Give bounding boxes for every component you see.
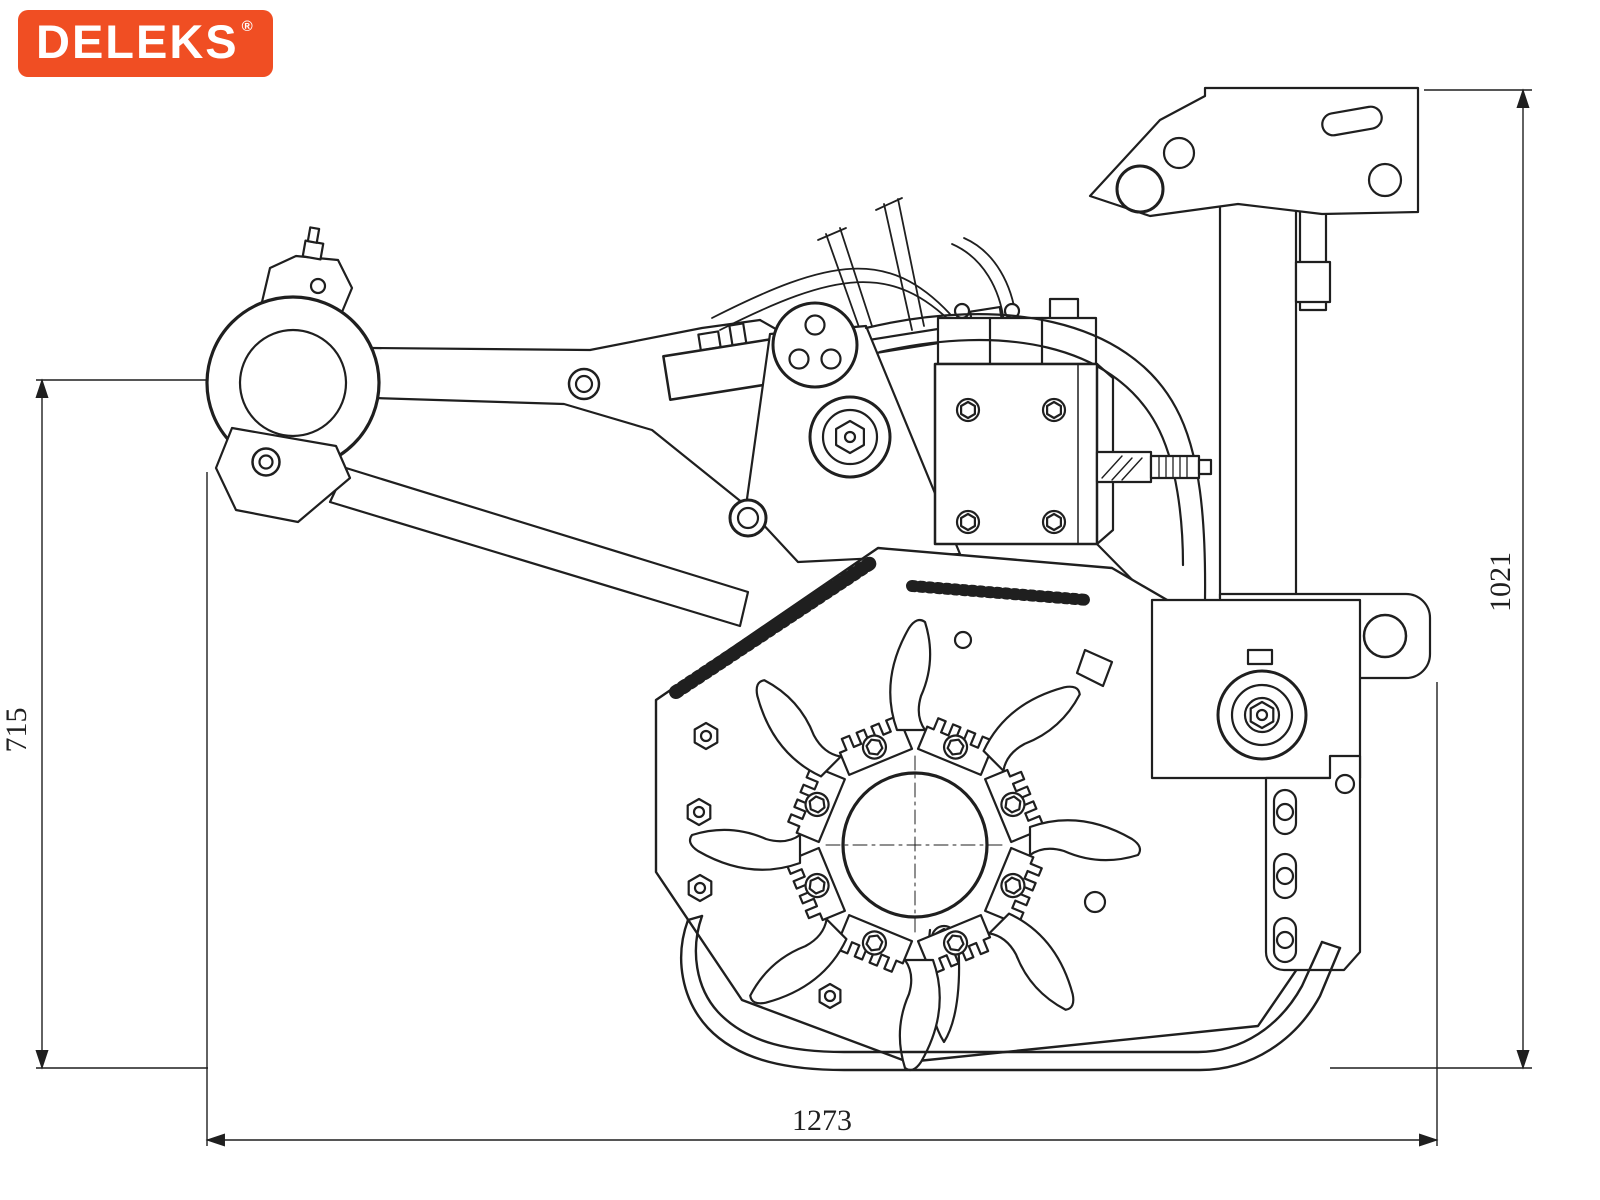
- section-hatch-strip: [669, 555, 879, 699]
- logo-text: DELEKS: [36, 15, 239, 68]
- dimension-right-label: 1021: [1484, 552, 1517, 612]
- dimension-right: [1330, 88, 1532, 1070]
- gearbox: [933, 362, 1115, 546]
- skid-rail: [679, 914, 1342, 1072]
- dimension-left: [35, 378, 232, 1070]
- dimension-bottom: [205, 472, 1439, 1147]
- bracket-slot: [1321, 105, 1383, 137]
- output-shaft: [1095, 450, 1213, 484]
- dimension-annotations: [35, 88, 1532, 1147]
- slotted-bracket: [1264, 754, 1362, 972]
- registered-trademark-icon: ®: [241, 18, 255, 35]
- machine-assembly: [205, 86, 1432, 1072]
- dimension-bottom-label: 1273: [792, 1104, 852, 1137]
- deleks-logo: DELEKS ®: [18, 10, 273, 77]
- dimension-left-label: 715: [0, 708, 33, 753]
- control-levers: [817, 197, 925, 331]
- rotor-assembly: [688, 618, 1142, 1072]
- section-hatch-strip: [906, 580, 1094, 606]
- hitch-ring-assembly: [205, 226, 381, 524]
- bearing-hub: [1150, 598, 1362, 780]
- center-pivot-plate: [728, 301, 962, 564]
- top-mount-bracket: [1088, 86, 1420, 218]
